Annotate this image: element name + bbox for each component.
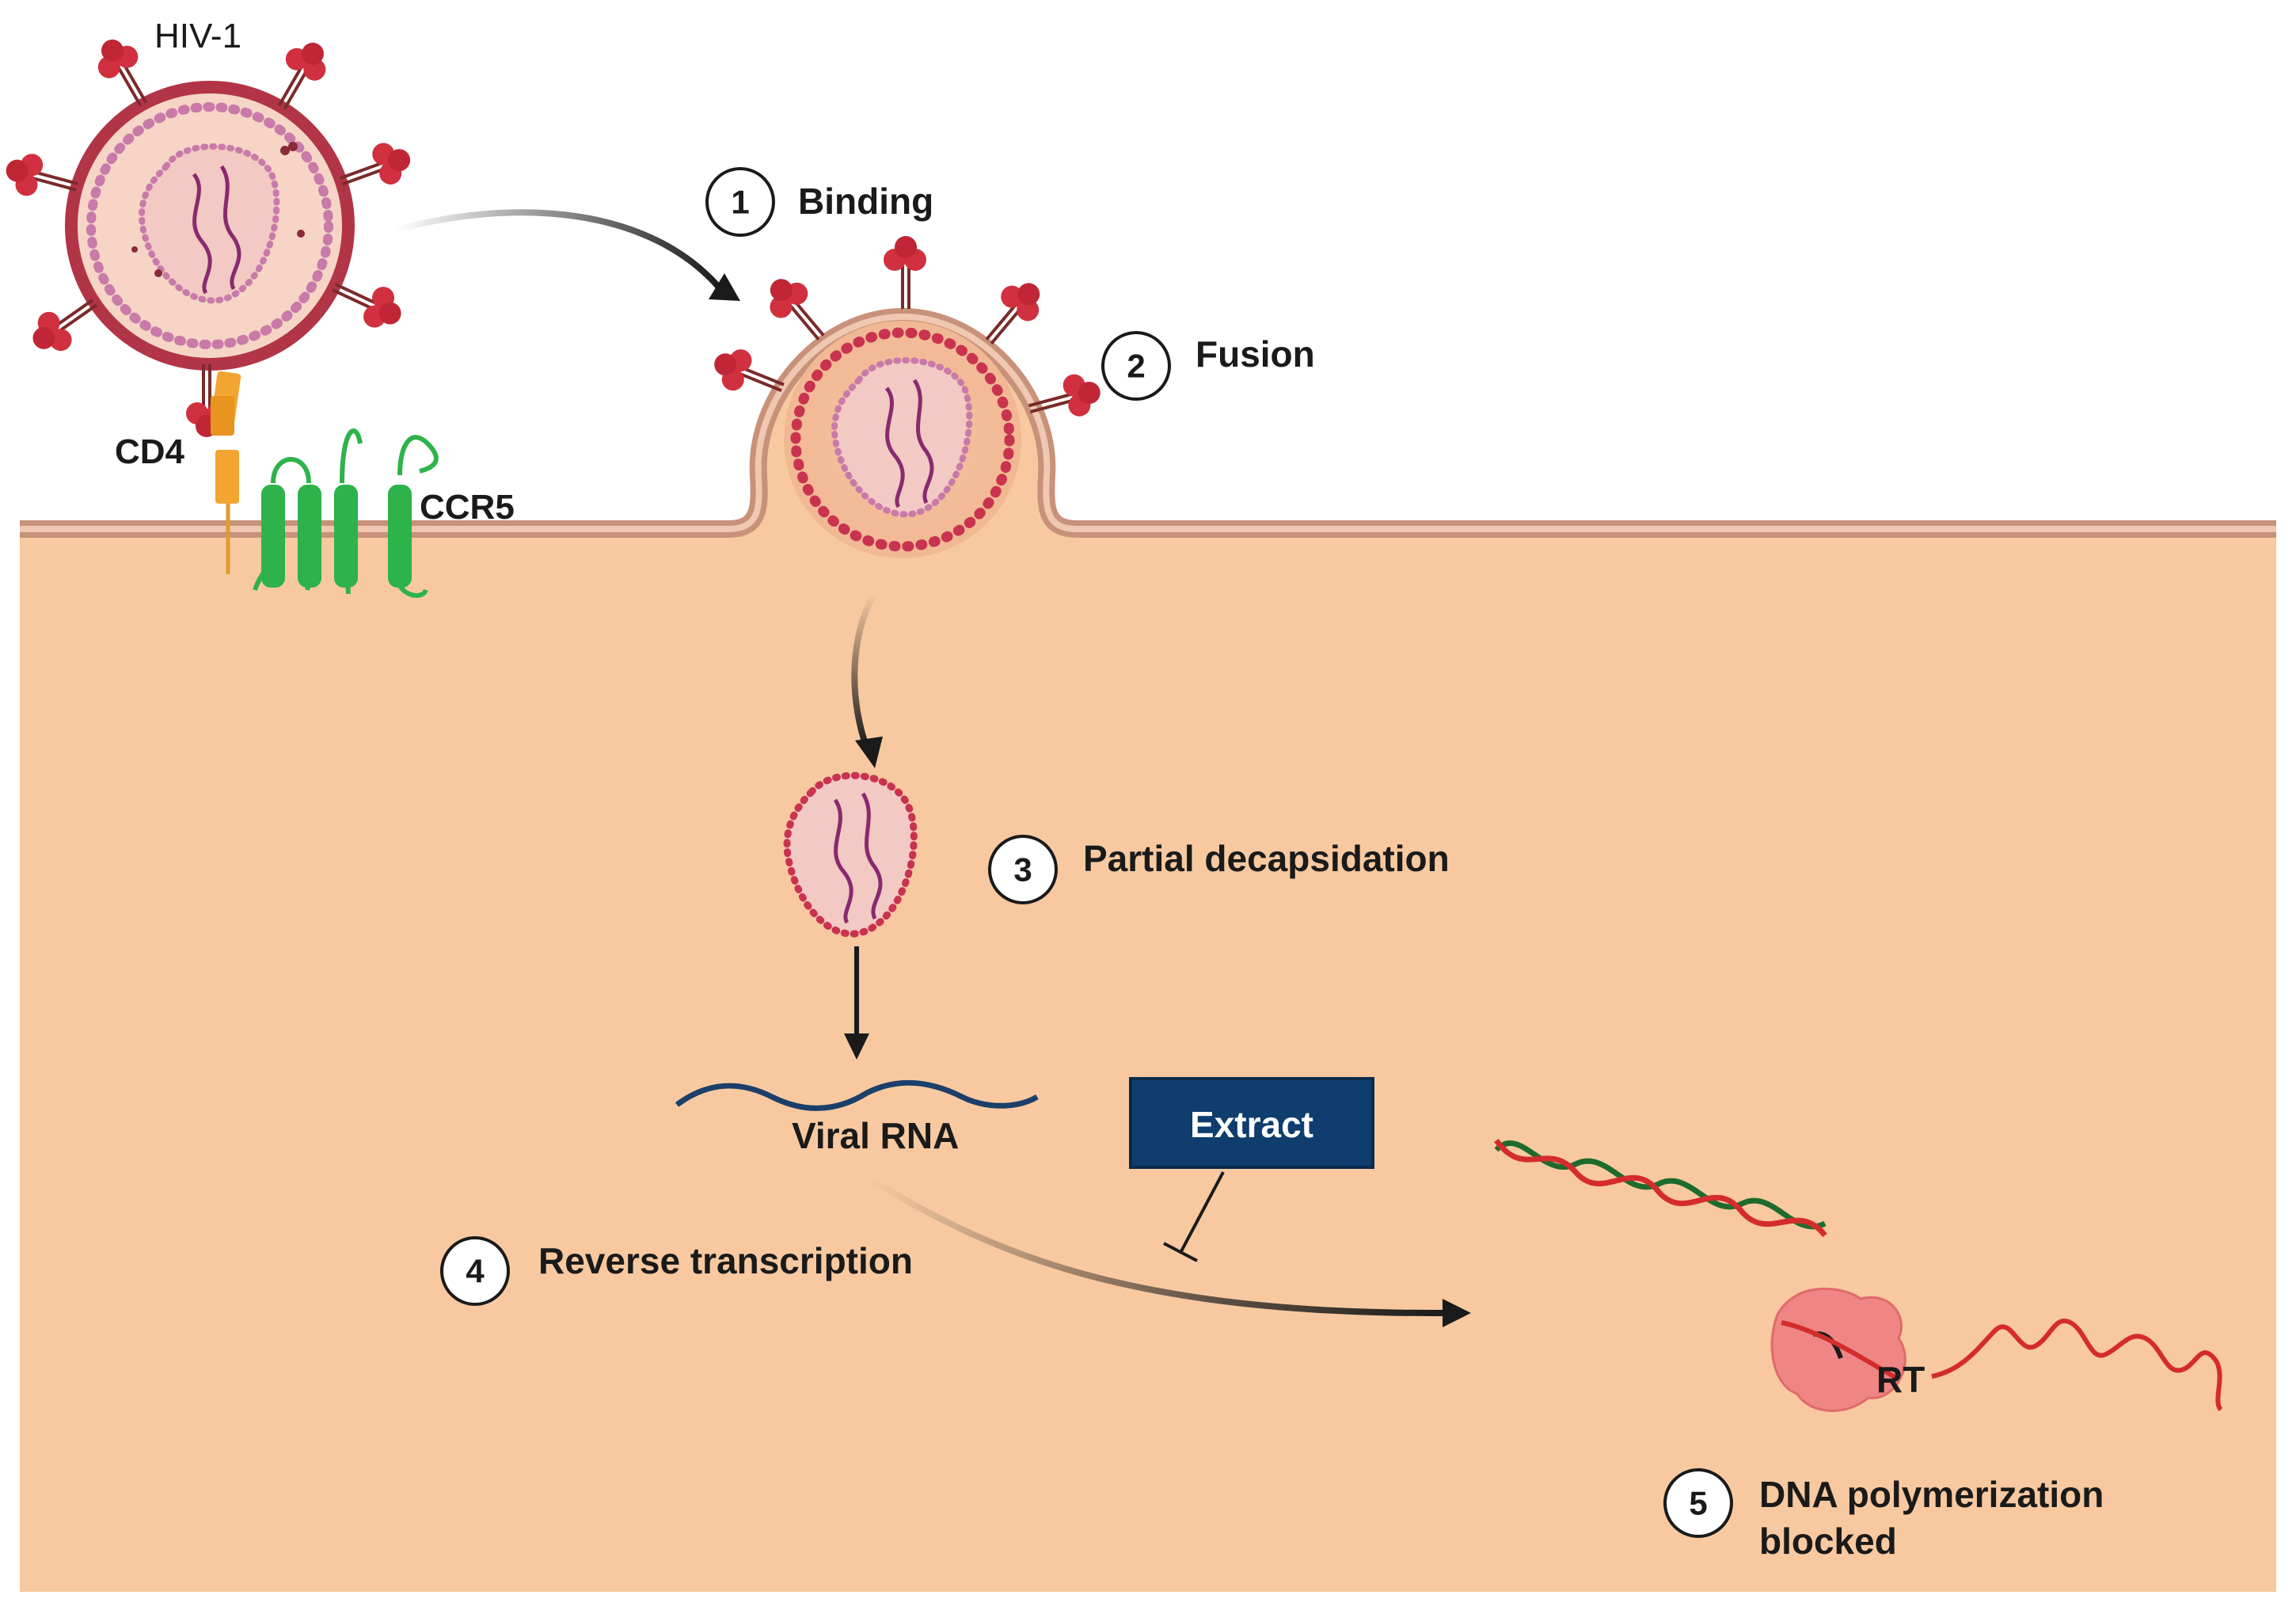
step-5: 5 DNA polymerization blocked	[1663, 1468, 2104, 1562]
step-4: 4 Reverse transcription	[440, 1236, 913, 1306]
fusing-virion	[705, 234, 1108, 558]
svg-text:1: 1	[731, 184, 749, 221]
viral-rna-strand	[675, 1079, 1039, 1111]
step-3-label: Partial decapsidation	[1083, 838, 1450, 879]
capsid	[783, 771, 918, 938]
step-2-label: Fusion	[1196, 333, 1315, 375]
step-1-label: Binding	[798, 181, 933, 222]
rt-label: RT	[1876, 1359, 1925, 1400]
step-3: 3 Partial decapsidation	[988, 835, 1450, 904]
hiv-virion	[0, 29, 419, 439]
svg-text:4: 4	[466, 1253, 485, 1290]
extract-label: Extract	[1190, 1104, 1313, 1145]
extract-box: Extract	[1129, 1077, 1374, 1169]
svg-text:5: 5	[1689, 1485, 1707, 1522]
step-5-label-line2: blocked	[1759, 1521, 1897, 1562]
rt-enzyme	[1770, 1287, 1906, 1412]
step-2: 2 Fusion	[1101, 331, 1315, 401]
ccr5-coreceptor	[253, 428, 439, 598]
arrow-binding	[394, 209, 724, 291]
svg-text:3: 3	[1013, 851, 1032, 889]
cd4-label: CD4	[115, 432, 185, 471]
arrow-reverse-transcription	[869, 1177, 1450, 1317]
step-1: 1 Binding	[705, 167, 933, 237]
rna-tail	[1931, 1319, 2223, 1412]
dna-double-helix	[1494, 1138, 1827, 1238]
virus-label: HIV-1	[154, 17, 241, 55]
cytoplasm	[20, 317, 2276, 1592]
viral-rna-label: Viral RNA	[792, 1115, 959, 1156]
arrow-fusion	[851, 591, 878, 750]
step-5-label-line1: DNA polymerization	[1759, 1474, 2104, 1515]
cd4-receptor	[210, 371, 241, 574]
inhibition-marker	[1163, 1171, 1225, 1262]
step-4-label: Reverse transcription	[538, 1240, 913, 1281]
ccr5-label: CCR5	[420, 488, 515, 527]
svg-text:2: 2	[1127, 348, 1145, 385]
